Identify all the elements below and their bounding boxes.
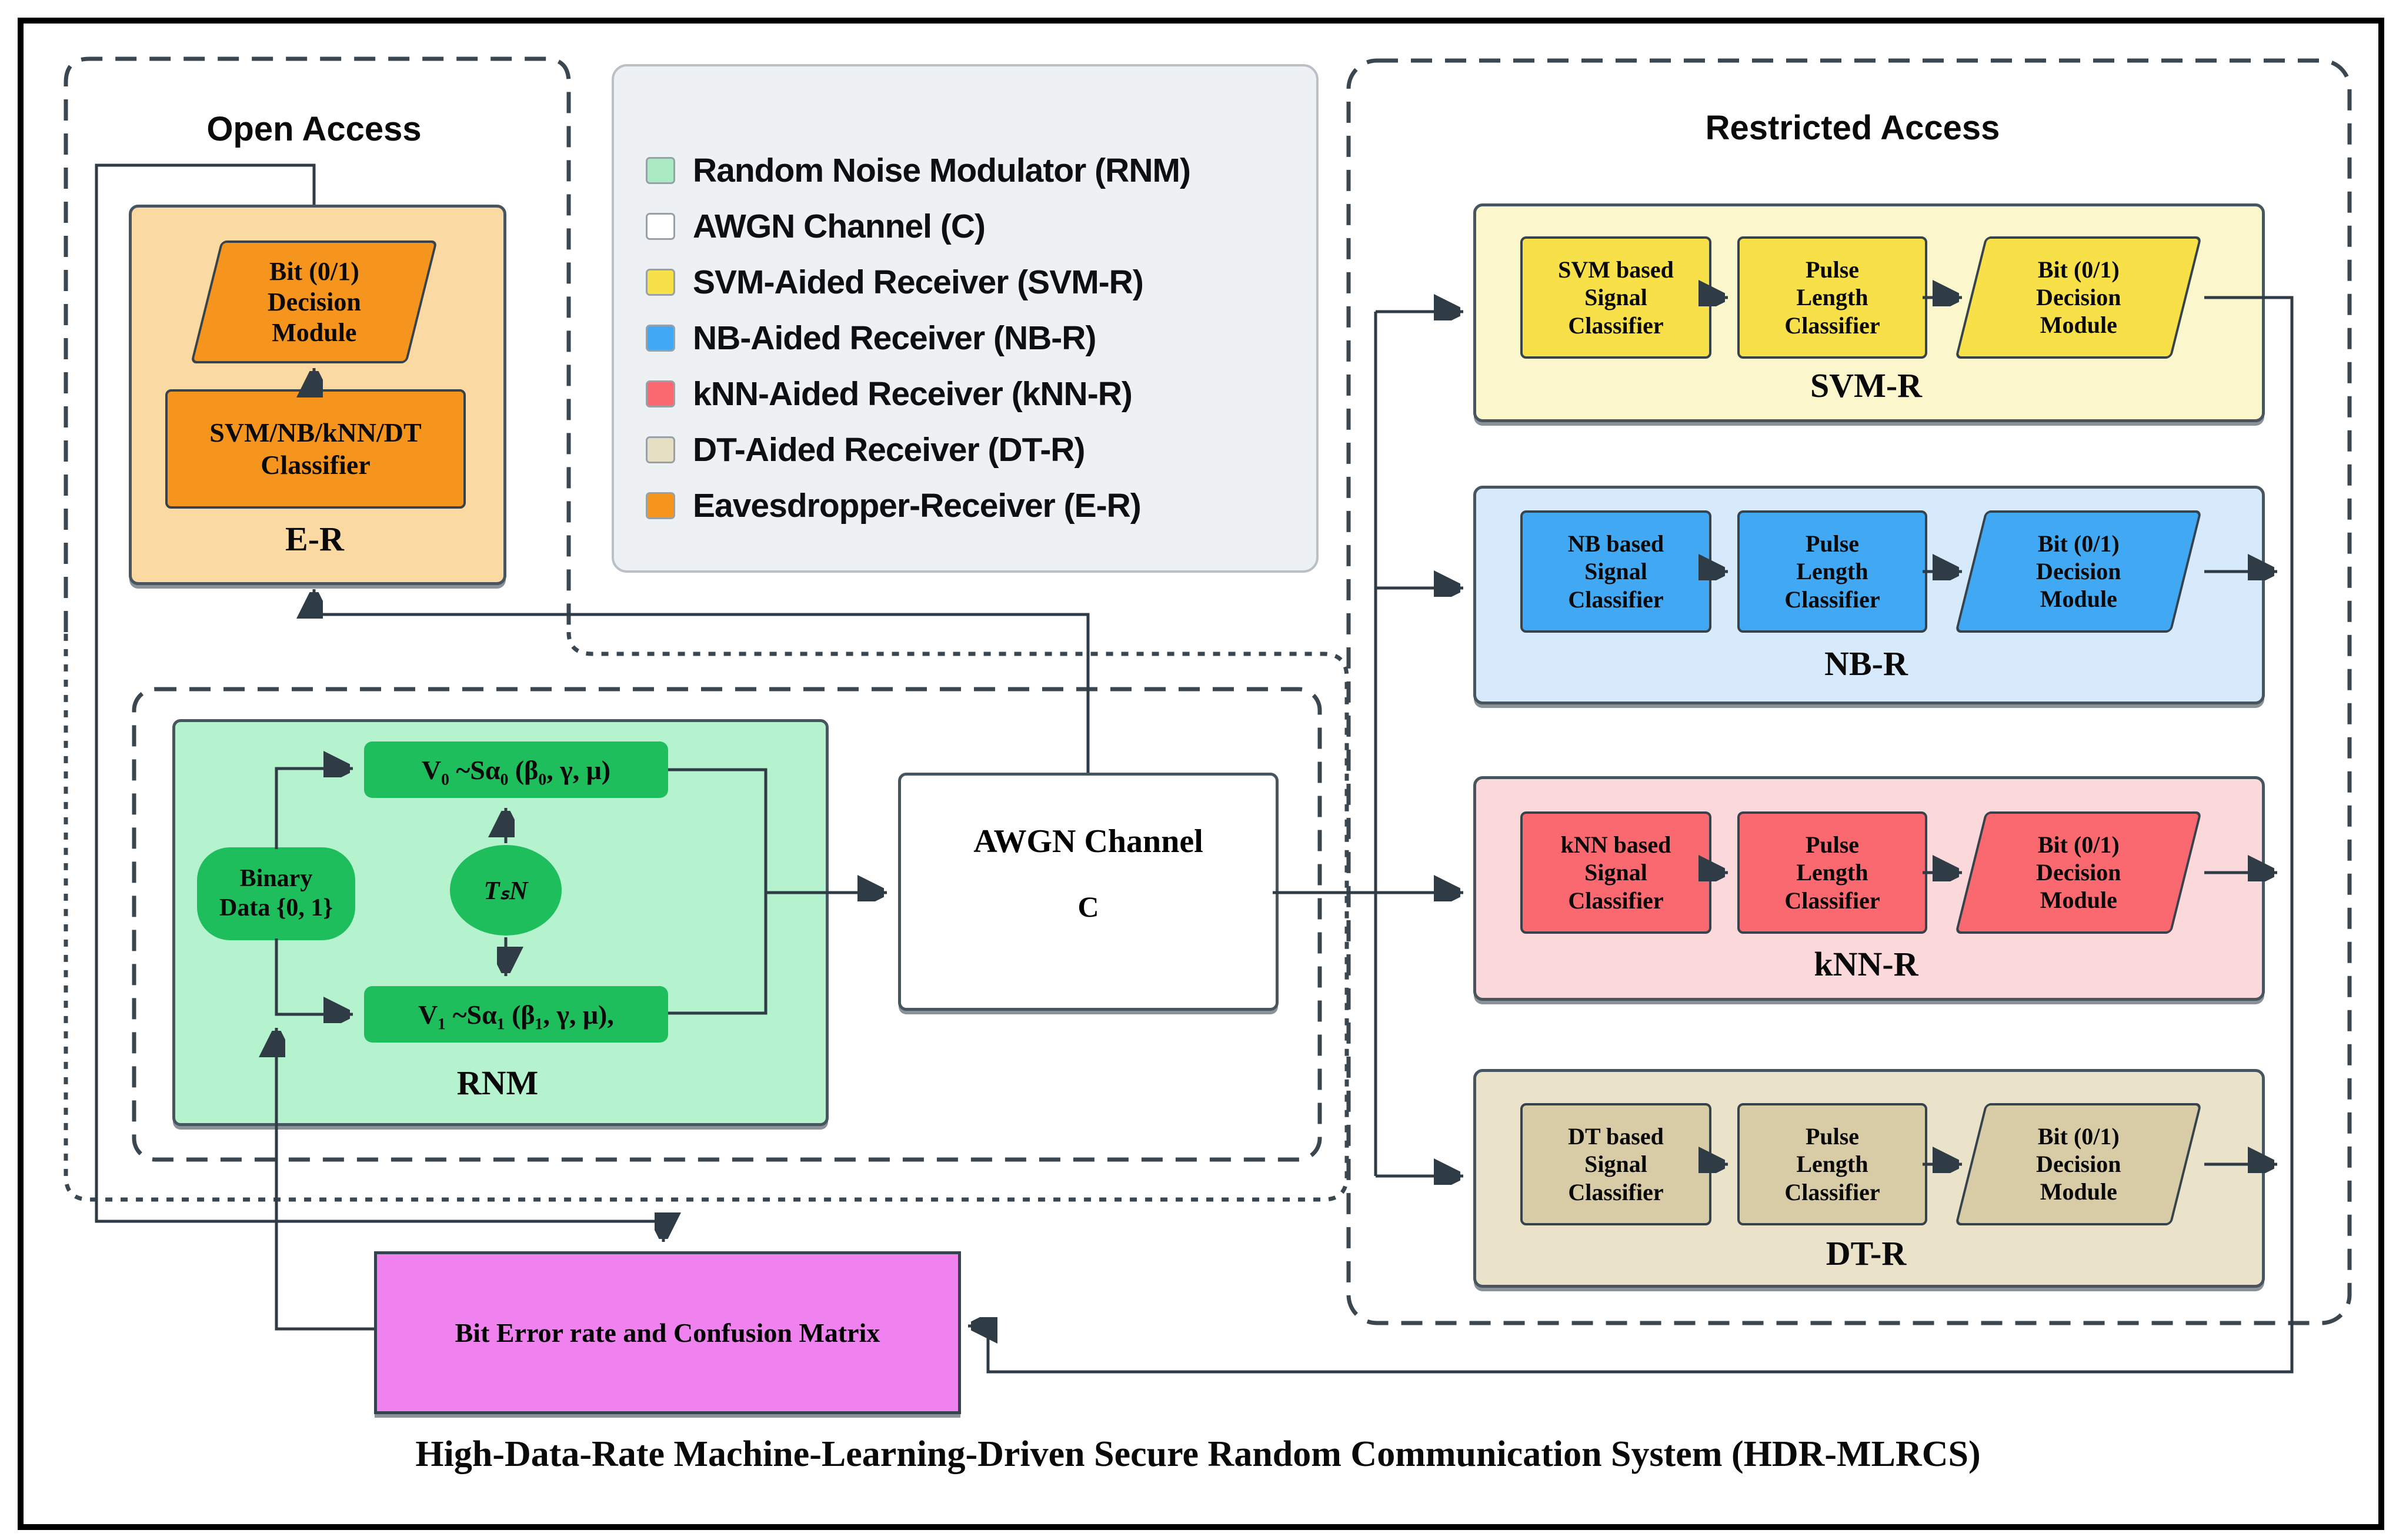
dtr-signal-classifier: DT based Signal Classifier xyxy=(1520,1103,1711,1225)
svmr-pulse-length-classifier: Pulse Length Classifier xyxy=(1737,236,1927,359)
knnr-signal-classifier: kNN based Signal Classifier xyxy=(1520,811,1711,934)
er-color-swatch xyxy=(646,492,675,519)
restricted-access-title: Restricted Access xyxy=(1705,109,2000,147)
legend-item-label: SVM-Aided Receiver (SVM-R) xyxy=(693,263,1144,301)
knn-color-swatch xyxy=(646,380,675,407)
rnm-binary-data: Binary Data {0, 1} xyxy=(197,847,355,940)
nbr-label: NB-R xyxy=(1824,644,1908,683)
legend-item-nb: NB-Aided Receiver (NB-R) xyxy=(646,319,1316,357)
legend-item-rnm: Random Noise Modulator (RNM) xyxy=(646,152,1316,189)
dtr-bit-decision-module: Bit (0/1) Decision Module xyxy=(1955,1103,2202,1225)
svm-color-swatch xyxy=(646,269,675,296)
awgn-name: AWGN Channel xyxy=(973,823,1203,860)
awgn-channel: AWGN Channel C xyxy=(898,773,1279,1011)
legend: Random Noise Modulator (RNM) AWGN Channe… xyxy=(612,64,1319,573)
dtr-label: DT-R xyxy=(1826,1234,1907,1272)
legend-item-label: AWGN Channel (C) xyxy=(693,208,986,245)
open-access-title: Open Access xyxy=(206,110,422,148)
nbr-bit-decision-module: Bit (0/1) Decision Module xyxy=(1955,510,2202,633)
svmr-label: SVM-R xyxy=(1810,366,1923,405)
awgn-symbol: C xyxy=(1077,890,1099,923)
dtr-pulse-length-classifier: Pulse Length Classifier xyxy=(1737,1103,1927,1225)
rnm-tsn-node: TₛN xyxy=(450,845,562,936)
rnm-color-swatch xyxy=(646,157,675,184)
legend-item-knn: kNN-Aided Receiver (kNN-R) xyxy=(646,375,1316,413)
dt-color-swatch xyxy=(646,436,675,463)
rnm-v1-distribution: V₁ ~Sα₁ (β₁, γ, μ), xyxy=(364,986,668,1043)
svmr-bit-decision-module: Bit (0/1) Decision Module xyxy=(1955,236,2202,359)
er-label: E-R xyxy=(285,520,344,558)
er-classifier: SVM/NB/kNN/DT Classifier xyxy=(165,389,466,509)
awgn-color-swatch xyxy=(646,213,675,240)
legend-item-label: Random Noise Modulator (RNM) xyxy=(693,152,1191,189)
nb-color-swatch xyxy=(646,325,675,352)
figure-border xyxy=(18,18,2384,1530)
svmr-signal-classifier: SVM based Signal Classifier xyxy=(1520,236,1711,359)
legend-item-label: kNN-Aided Receiver (kNN-R) xyxy=(693,375,1133,413)
legend-item-label: DT-Aided Receiver (DT-R) xyxy=(693,431,1085,469)
rnm-v0-distribution: V₀ ~Sα₀ (β₀, γ, μ) xyxy=(364,741,668,798)
rnm-label: RNM xyxy=(456,1064,539,1102)
nbr-signal-classifier: NB based Signal Classifier xyxy=(1520,510,1711,633)
er-bit-decision-module: Bit (0/1) Decision Module xyxy=(190,240,438,363)
legend-item-awgn: AWGN Channel (C) xyxy=(646,208,1316,245)
ber-confusion-matrix-box: Bit Error rate and Confusion Matrix xyxy=(374,1251,961,1414)
legend-item-er: Eavesdropper-Receiver (E-R) xyxy=(646,487,1316,525)
legend-item-label: Eavesdropper-Receiver (E-R) xyxy=(693,487,1142,525)
legend-item-label: NB-Aided Receiver (NB-R) xyxy=(693,319,1096,357)
figure-caption: High-Data-Rate Machine-Learning-Driven S… xyxy=(415,1434,1981,1474)
nbr-pulse-length-classifier: Pulse Length Classifier xyxy=(1737,510,1927,633)
legend-item-svm: SVM-Aided Receiver (SVM-R) xyxy=(646,263,1316,301)
knnr-pulse-length-classifier: Pulse Length Classifier xyxy=(1737,811,1927,934)
legend-item-dt: DT-Aided Receiver (DT-R) xyxy=(646,431,1316,469)
knnr-bit-decision-module: Bit (0/1) Decision Module xyxy=(1955,811,2202,934)
knnr-label: kNN-R xyxy=(1814,945,1918,983)
